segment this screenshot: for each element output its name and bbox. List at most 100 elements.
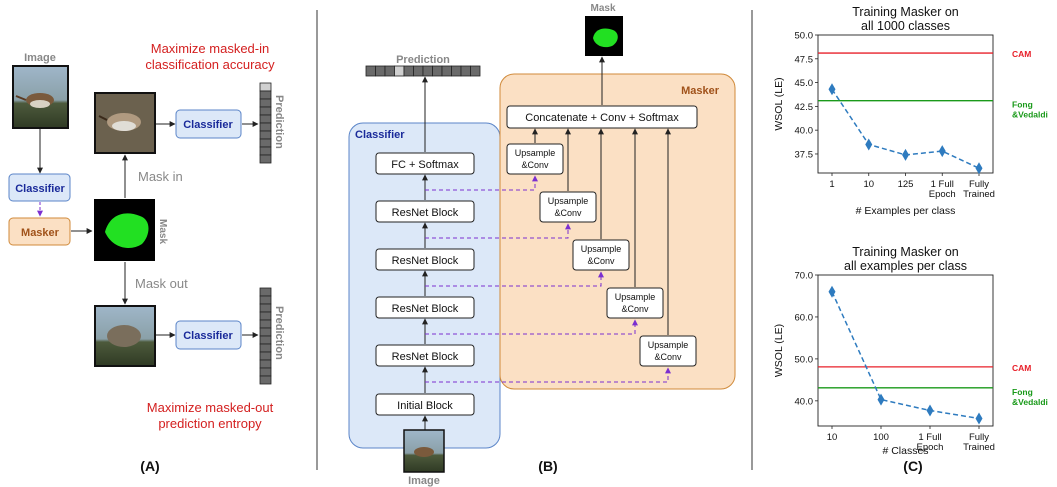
classifier-left-box — [8, 173, 71, 202]
x-tick-label: Epoch — [929, 189, 956, 200]
prediction-cell — [259, 343, 272, 353]
cam-line-label: CAM — [1012, 49, 1031, 59]
prediction-vector-bottom — [259, 287, 272, 385]
series-line — [831, 291, 980, 420]
panel-a-image-label: Image — [24, 52, 56, 64]
prediction-cell — [394, 65, 405, 77]
bird-image-input — [12, 65, 69, 129]
prediction-cell — [403, 65, 414, 77]
output-mask-image — [585, 16, 623, 56]
prediction-cell — [413, 65, 424, 77]
resnet-block-2 — [375, 296, 475, 319]
panel-b-prediction-label: Prediction — [396, 54, 450, 66]
masker-left-label: Masker — [21, 227, 60, 239]
prediction-cell — [259, 375, 272, 385]
prediction-cell — [451, 65, 462, 77]
prediction-cell — [259, 90, 272, 100]
y-tick-label: 40.0 — [795, 126, 814, 137]
upsample-conv-5-line2: &Conv — [654, 352, 682, 362]
x-tick-label: 1 — [829, 179, 834, 190]
resnet-block-3 — [375, 248, 475, 271]
prediction-cell — [375, 65, 386, 77]
data-point — [975, 162, 983, 175]
y-tick-label: 60.0 — [795, 312, 814, 323]
prediction-cell — [384, 65, 395, 77]
data-point — [938, 145, 946, 158]
upsample-conv-1-line2: &Conv — [521, 160, 549, 170]
concat-conv-softmax-label: Concatenate + Conv + Softmax — [525, 112, 679, 124]
masked-in-image — [94, 92, 156, 154]
prediction-cell — [259, 114, 272, 124]
x-axis-label: # Examples per class — [856, 205, 956, 217]
x-tick-label: 100 — [873, 432, 889, 443]
upsample-conv-3: Upsample &Conv — [572, 239, 630, 271]
panel-a: Image Classifier Masker Mask Mask in Mas… — [8, 41, 285, 474]
x-tick-label: 1 Full — [931, 179, 954, 190]
upsample-conv-1-line1: Upsample — [515, 148, 556, 158]
prediction-cell — [259, 367, 272, 377]
panel-b-label: (B) — [538, 458, 557, 474]
y-tick-label: 47.5 — [795, 54, 814, 65]
prediction-cell — [259, 154, 272, 164]
y-tick-label: 70.0 — [795, 271, 814, 282]
upsample-conv-2-line2: &Conv — [554, 208, 582, 218]
prediction-cell — [259, 122, 272, 132]
prediction-cell — [259, 311, 272, 321]
x-axis-label: # Classes — [882, 445, 928, 457]
y-axis-label: WSOL (LE) — [773, 77, 785, 130]
fong-vedaldi-line-label: &Vedaldi — [1012, 110, 1048, 120]
caption-masked-out-1: Maximize masked-out — [147, 400, 274, 415]
classifier-bottom-label: Classifier — [183, 330, 233, 342]
data-point — [902, 148, 909, 161]
upsample-conv-4: Upsample &Conv — [606, 287, 664, 319]
panel-b: Prediction Mask Classifier Masker FC + S… — [348, 3, 736, 487]
mask-image — [94, 199, 155, 261]
classifier-container-title: Classifier — [355, 129, 405, 141]
prediction-cell — [259, 303, 272, 313]
data-point — [828, 83, 836, 96]
caption-masked-in-1: Maximize masked-in — [151, 41, 269, 56]
prediction-cell — [259, 130, 272, 140]
x-tick-label: Epoch — [917, 442, 944, 453]
chart-title: Training Masker on — [852, 5, 959, 19]
prediction-top-label: Prediction — [273, 95, 285, 149]
x-tick-label: 10 — [863, 179, 874, 190]
masked-out-image — [94, 305, 156, 367]
prediction-cell — [259, 295, 272, 305]
classifier-top-box — [175, 109, 242, 139]
y-tick-label: 50.0 — [795, 354, 814, 365]
data-point — [877, 393, 885, 406]
y-tick-label: 42.5 — [795, 102, 814, 113]
masker-container-title: Masker — [681, 85, 720, 97]
chart-title: all examples per class — [844, 259, 967, 273]
prediction-cell — [259, 335, 272, 345]
mask-side-label: Mask — [157, 219, 168, 244]
upsample-conv-2-line1: Upsample — [548, 196, 589, 206]
x-tick-label: 10 — [827, 432, 838, 443]
classifier-bottom-box — [175, 320, 242, 350]
x-tick-label: Fully — [969, 179, 989, 190]
x-tick-label: 1 Full — [918, 432, 941, 443]
y-tick-label: 40.0 — [795, 396, 814, 407]
upsample-conv-1: Upsample &Conv — [506, 143, 564, 175]
prediction-bottom-label: Prediction — [273, 306, 285, 360]
chart-title: all 1000 classes — [861, 19, 950, 33]
mask-in-label: Mask in — [138, 169, 183, 184]
y-tick-label: 37.5 — [795, 149, 814, 160]
prediction-cell — [259, 106, 272, 116]
prediction-cell — [422, 65, 433, 77]
panel-b-input-image — [403, 429, 445, 473]
caption-masked-out-2: prediction entropy — [158, 416, 262, 431]
prediction-cell — [432, 65, 443, 77]
plot-frame — [817, 274, 994, 427]
y-tick-label: 45.0 — [795, 78, 814, 89]
data-point — [975, 412, 983, 425]
prediction-cell — [441, 65, 452, 77]
resnet-block-1 — [375, 344, 475, 367]
prediction-vector-b — [365, 65, 481, 77]
x-tick-label: Fully — [969, 432, 989, 443]
prediction-cell — [259, 98, 272, 108]
prediction-cell — [259, 327, 272, 337]
